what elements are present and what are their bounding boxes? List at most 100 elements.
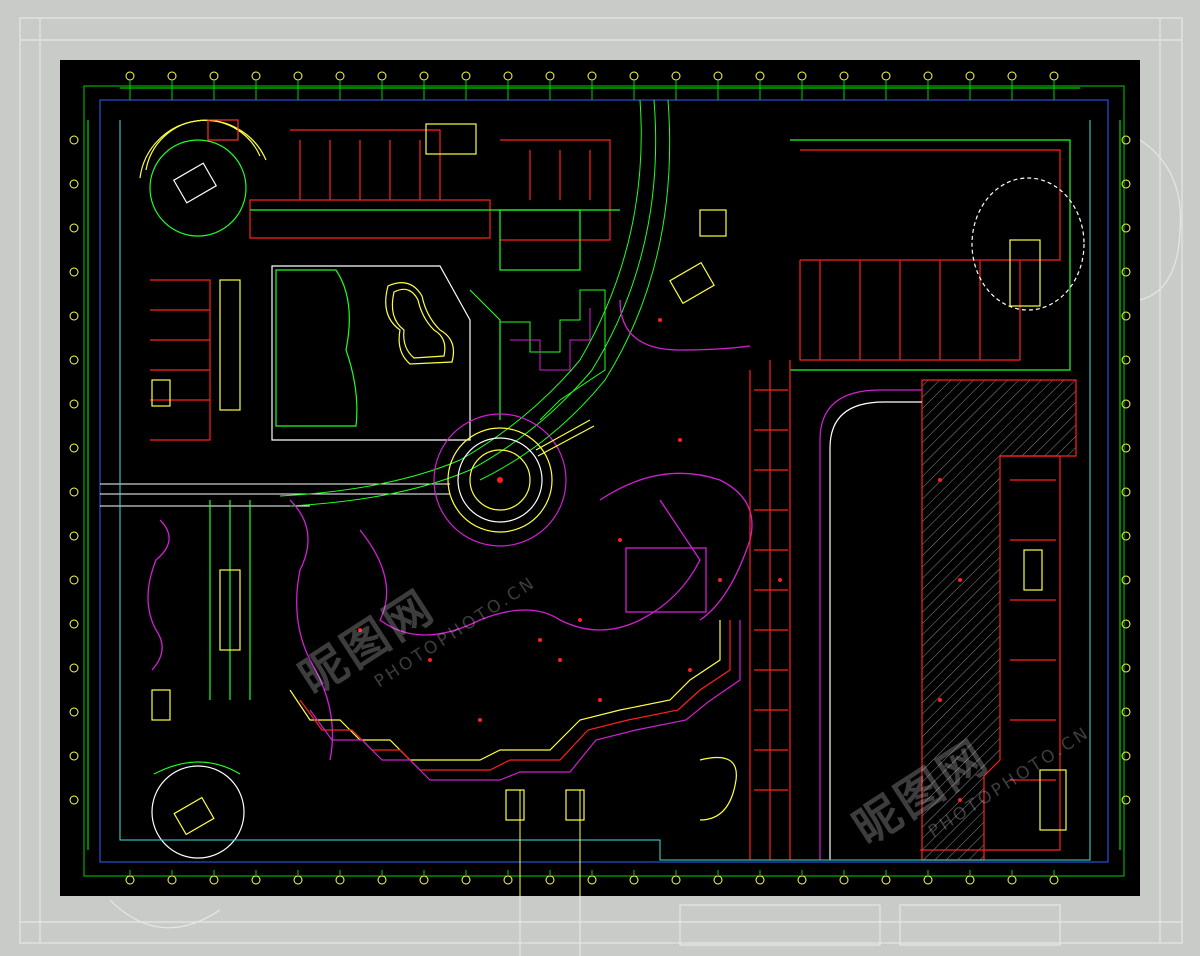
- axis-bubble-9: [293, 875, 303, 885]
- axis-bubble-34: [839, 71, 849, 81]
- axis-bubble-61: [1121, 443, 1131, 453]
- axis-bubble-11: [335, 875, 345, 885]
- building-east-south: [920, 455, 1067, 851]
- axis-bubble-55: [1121, 311, 1131, 321]
- axis-bubble-71: [1121, 663, 1131, 673]
- column-dot: [938, 478, 942, 482]
- central-plaza: [433, 413, 595, 547]
- column-dot: [358, 628, 362, 632]
- axis-bubble-75: [1121, 751, 1131, 761]
- axis-bubble-28: [713, 71, 723, 81]
- column-dot: [958, 578, 962, 582]
- axis-bubble-36: [881, 71, 891, 81]
- axis-bubble-7: [251, 875, 261, 885]
- building-north: [249, 123, 620, 271]
- axis-bubble-13: [377, 875, 387, 885]
- axis-bubble-6: [251, 71, 261, 81]
- parking-hatch-area: [921, 379, 1077, 861]
- stair-blocks: [505, 209, 737, 821]
- axis-bubble-21: [545, 875, 555, 885]
- axis-bubble-47: [1121, 135, 1131, 145]
- axis-bubble-10: [335, 71, 345, 81]
- axis-bubble-32: [797, 71, 807, 81]
- rotunda-north-west: [139, 119, 267, 237]
- column-markers: [358, 318, 962, 802]
- axis-bubble-59: [1121, 399, 1131, 409]
- axis-bubble-65: [1121, 531, 1131, 541]
- axis-bubble-14: [419, 71, 429, 81]
- axis-bubble-5: [209, 875, 219, 885]
- axis-bubble-1: [125, 875, 135, 885]
- axis-bubble-60: [69, 443, 79, 453]
- curved-walkway: [279, 99, 671, 507]
- axis-bubble-35: [839, 875, 849, 885]
- axis-bubble-38: [923, 71, 933, 81]
- axis-bubble-56: [69, 355, 79, 365]
- rotunda-south-west: [151, 761, 245, 859]
- column-dot: [538, 638, 542, 642]
- site-floor-plan: [69, 71, 1131, 896]
- axis-bubble-15: [419, 875, 429, 885]
- axis-bubble-77: [1121, 795, 1131, 805]
- cad-sheet: 昵图网 PHOTOPHOTO.CN 昵图网 PHOTOPHOTO.CN: [60, 60, 1140, 896]
- axis-bubble-25: [629, 875, 639, 885]
- axis-bubble-53: [1121, 267, 1131, 277]
- axis-bubble-68: [69, 619, 79, 629]
- axis-bubble-16: [461, 71, 471, 81]
- column-dot: [598, 698, 602, 702]
- column-dot: [718, 578, 722, 582]
- axis-bubble-67: [1121, 575, 1131, 585]
- pool-garden: [271, 265, 501, 441]
- axis-bubble-48: [69, 179, 79, 189]
- axis-bubble-44: [1049, 71, 1059, 81]
- axis-bubble-40: [965, 71, 975, 81]
- axis-bubble-39: [923, 875, 933, 885]
- east-ramp: [819, 389, 922, 860]
- axis-bubble-26: [671, 71, 681, 81]
- axis-bubble-62: [69, 487, 79, 497]
- axis-bubble-19: [503, 875, 513, 885]
- column-dot: [478, 718, 482, 722]
- axis-bubble-57: [1121, 355, 1131, 365]
- axis-bubble-0: [125, 71, 135, 81]
- axis-bubble-50: [69, 223, 79, 233]
- axis-bubble-2: [167, 71, 177, 81]
- column-dot: [428, 658, 432, 662]
- axis-bubble-17: [461, 875, 471, 885]
- axis-bubble-22: [587, 71, 597, 81]
- axis-bubble-46: [69, 135, 79, 145]
- axis-bubble-37: [881, 875, 891, 885]
- south-terrace: [289, 620, 741, 781]
- axis-bubble-66: [69, 575, 79, 585]
- column-dot: [688, 668, 692, 672]
- axis-bubble-51: [1121, 223, 1131, 233]
- axis-bubble-43: [1007, 875, 1017, 885]
- axis-bubble-3: [167, 875, 177, 885]
- axis-bubble-42: [1007, 71, 1017, 81]
- axis-bubble-52: [69, 267, 79, 277]
- grid-axis-bubbles: [69, 71, 1131, 885]
- column-dot: [658, 318, 662, 322]
- column-dot: [558, 658, 562, 662]
- column-dot: [938, 698, 942, 702]
- axis-bubble-29: [713, 875, 723, 885]
- axis-bubble-8: [293, 71, 303, 81]
- column-dot: [618, 538, 622, 542]
- axis-bubble-33: [797, 875, 807, 885]
- axis-bubble-4: [209, 71, 219, 81]
- landscape-boundaries: [147, 299, 753, 761]
- axis-bubble-72: [69, 707, 79, 717]
- site-boundary: [119, 120, 1091, 896]
- main-road: [100, 483, 450, 507]
- axis-bubble-41: [965, 875, 975, 885]
- axis-bubble-20: [545, 71, 555, 81]
- column-dot: [778, 578, 782, 582]
- axis-bubble-73: [1121, 707, 1131, 717]
- axis-bubble-76: [69, 795, 79, 805]
- column-dot: [578, 618, 582, 622]
- axis-bubble-49: [1121, 179, 1131, 189]
- axis-bubble-69: [1121, 619, 1131, 629]
- column-dot: [678, 438, 682, 442]
- axis-bubble-58: [69, 399, 79, 409]
